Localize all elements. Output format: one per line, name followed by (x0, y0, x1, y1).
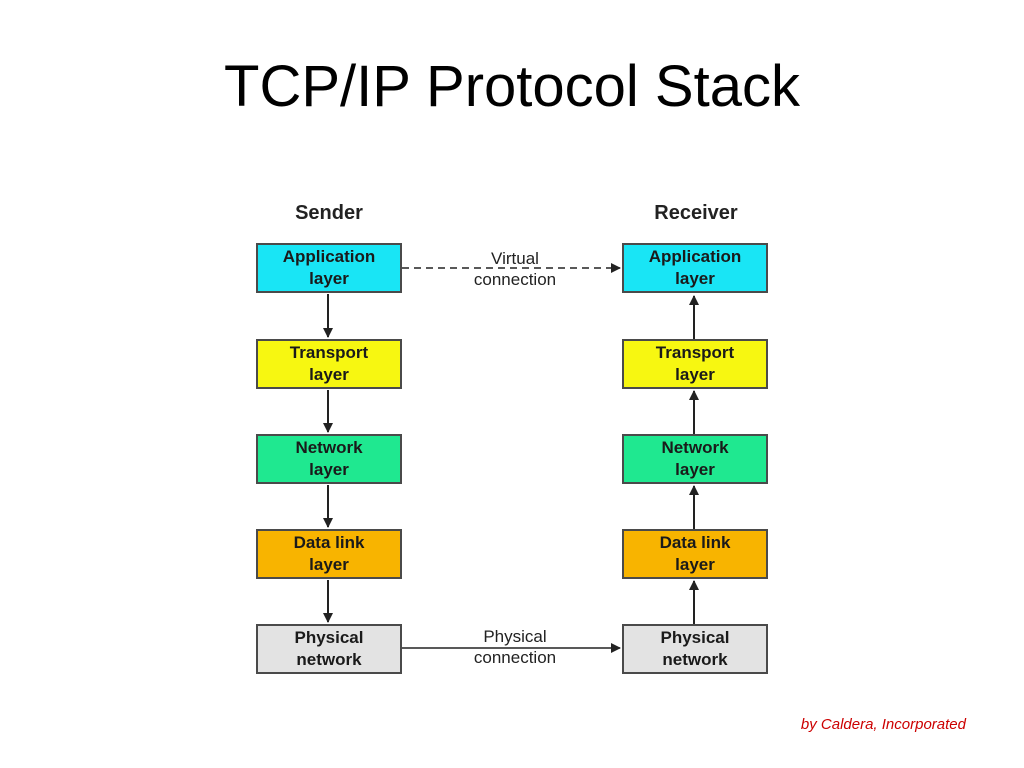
receiver-application-layer: Application layer (622, 243, 768, 293)
layer-label-line2: layer (309, 269, 349, 288)
sender-data-link-layer: Data link layer (256, 529, 402, 579)
sender-heading: Sender (295, 202, 363, 224)
layer-label-line1: Network (661, 438, 729, 457)
physical-connection-label: Physical connection (440, 626, 590, 668)
virtual-connection-label: Virtual connection (440, 248, 590, 290)
layer-label-line2: layer (309, 460, 349, 479)
physical-connection-line1: Physical (483, 627, 547, 646)
layer-label-line1: Data link (293, 533, 365, 552)
layer-label-line1: Physical (294, 628, 364, 647)
sender-network-layer: Network layer (256, 434, 402, 484)
physical-connection-line2: connection (473, 648, 557, 667)
layer-label-line1: Transport (289, 343, 369, 362)
layer-label-line1: Application (648, 247, 742, 266)
virtual-connection-line2: connection (473, 270, 557, 289)
layer-label-line1: Network (295, 438, 363, 457)
sender-application-layer: Application layer (256, 243, 402, 293)
layer-label-line1: Data link (659, 533, 731, 552)
page-title: TCP/IP Protocol Stack (224, 54, 800, 119)
layer-label-line2: layer (309, 365, 349, 384)
layer-label-line1: Physical (660, 628, 730, 647)
layer-label-line2: layer (675, 365, 715, 384)
receiver-transport-layer: Transport layer (622, 339, 768, 389)
layer-label-line2: layer (309, 555, 349, 574)
sender-physical-network: Physical network (256, 624, 402, 674)
layer-label-line2: layer (675, 555, 715, 574)
receiver-network-layer: Network layer (622, 434, 768, 484)
layer-label-line1: Application (282, 247, 376, 266)
layer-label-line2: network (662, 650, 728, 669)
receiver-data-link-layer: Data link layer (622, 529, 768, 579)
layer-label-line1: Transport (655, 343, 735, 362)
sender-transport-layer: Transport layer (256, 339, 402, 389)
layer-label-line2: layer (675, 460, 715, 479)
layer-label-line2: layer (675, 269, 715, 288)
credit-text: by Caldera, Incorporated (800, 716, 966, 733)
receiver-heading: Receiver (654, 202, 738, 224)
layer-label-line2: network (296, 650, 362, 669)
virtual-connection-line1: Virtual (491, 249, 539, 268)
receiver-physical-network: Physical network (622, 624, 768, 674)
